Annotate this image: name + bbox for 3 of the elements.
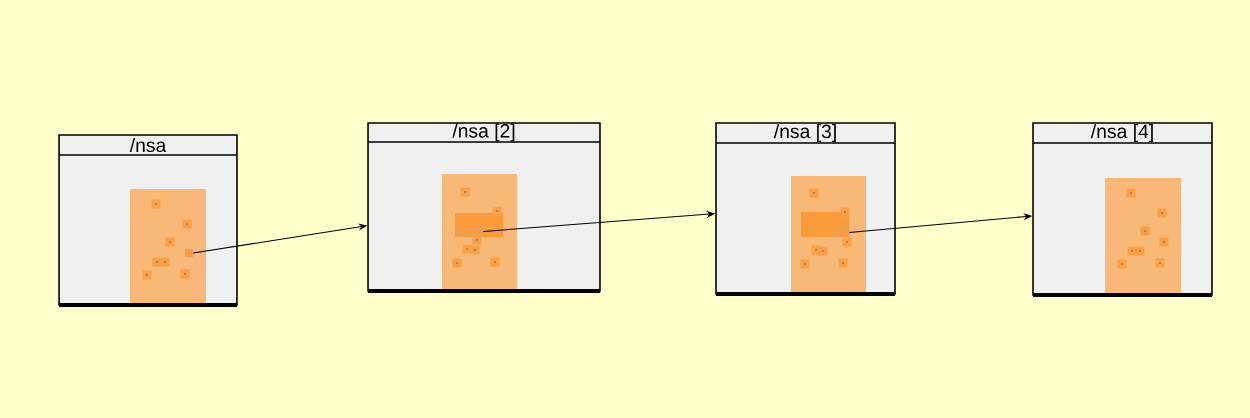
ui-element bbox=[456, 227, 484, 236]
ui-element bbox=[834, 228, 850, 237]
ui-element bbox=[184, 248, 194, 258]
